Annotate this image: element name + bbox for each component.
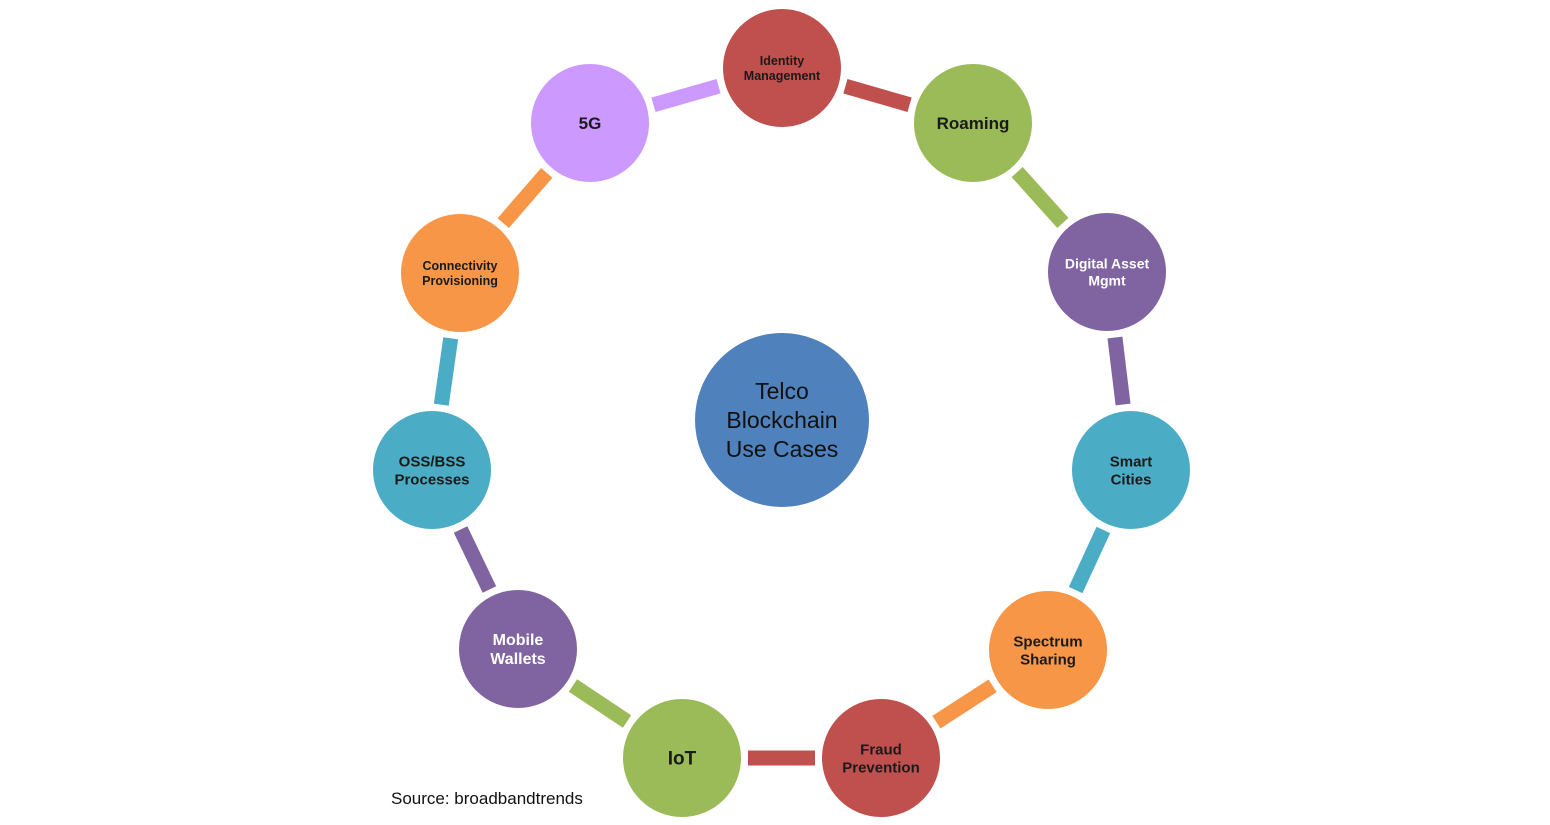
- connector-oss-bss-processes: [433, 337, 459, 406]
- connector-5g: [651, 78, 721, 113]
- node-circle: [912, 62, 1034, 184]
- node-roaming: Roaming: [912, 62, 1034, 184]
- center-label: Blockchain: [726, 407, 837, 433]
- center-label: Use Cases: [726, 436, 838, 462]
- center-label: Telco: [755, 378, 809, 404]
- node-label: Processes: [394, 471, 469, 488]
- connectors: [433, 78, 1131, 766]
- node-label: 5G: [579, 114, 602, 133]
- connector-iot: [568, 679, 632, 728]
- node-circle: [399, 212, 521, 334]
- node-label: Spectrum: [1013, 633, 1082, 650]
- node-label: Smart: [1110, 453, 1153, 470]
- node-label: Cities: [1111, 471, 1152, 488]
- node-label: Connectivity: [422, 259, 497, 273]
- node-label: Fraud: [860, 741, 902, 758]
- node-circle: [820, 697, 942, 819]
- node-circle: [987, 589, 1109, 711]
- connector-identity-management: [843, 79, 912, 112]
- node-label: OSS/BSS: [399, 453, 466, 470]
- node-label: IoT: [668, 749, 697, 770]
- node-circle: [1046, 211, 1168, 333]
- node-label: Digital Asset: [1065, 256, 1150, 272]
- node-label: Management: [744, 69, 821, 83]
- connector-roaming: [1011, 167, 1069, 228]
- node-circle: [457, 588, 579, 710]
- node-label: Identity: [760, 54, 804, 68]
- node-label: Provisioning: [422, 274, 498, 288]
- node-iot: IoT: [621, 697, 743, 819]
- connector-smart-cities: [1068, 526, 1111, 594]
- node-circle: [371, 409, 493, 531]
- source-caption: Source: broadbandtrends: [391, 789, 583, 808]
- node-label: Wallets: [490, 651, 546, 668]
- node-label: Prevention: [842, 759, 920, 776]
- node-circle: [721, 7, 843, 129]
- connector-connectivity-provisioning: [497, 167, 553, 229]
- connector-mobile-wallets: [453, 526, 497, 593]
- node-5g: 5G: [529, 62, 651, 184]
- node-label: Sharing: [1020, 651, 1076, 668]
- node-circle: [1070, 409, 1192, 531]
- connector-digital-asset-mgmt: [1107, 336, 1131, 406]
- center-circle: [693, 331, 871, 509]
- node-label: Roaming: [937, 114, 1010, 133]
- node-label: Mobile: [493, 632, 544, 649]
- node-label: Mgmt: [1088, 272, 1126, 288]
- connector-spectrum-sharing: [932, 679, 997, 729]
- node-circle: [529, 62, 651, 184]
- node-circle: [621, 697, 743, 819]
